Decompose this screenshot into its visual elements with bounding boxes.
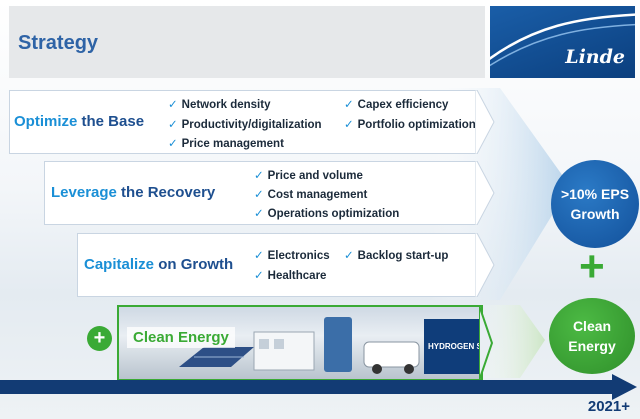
bullet-capex-efficiency: ✓Capex efficiency [344,99,449,111]
bullet-operations-optimization: ✓Operations optimization [254,208,400,220]
timeline-bar [0,380,614,394]
timeline-year: 2021+ [587,398,630,415]
bullet-cost-management: ✓Cost management [254,189,368,201]
bullet-backlog-startup: ✓Backlog start-up [344,250,449,262]
bullet-portfolio-optimization: ✓Portfolio optimization [344,119,476,131]
clean-energy-label: Clean Energy [127,327,235,348]
clean-energy-photo: HYDROGEN STATION [179,317,481,374]
eps-growth-circle: >10% EPS Growth [551,160,639,248]
pillar-leverage-heading: Leverage the Recovery [51,184,216,201]
bullet-healthcare: ✓Healthcare [254,270,327,282]
pillar-capitalize-card: Capitalize on Growth ✓Electronics ✓Healt… [77,233,477,297]
clean-energy-line1: Clean [572,318,612,334]
timeline-arrow-tip [612,374,637,400]
pillar-optimize-heading: Optimize the Base [14,113,145,130]
pillar-capitalize-heading: Capitalize on Growth [84,256,234,273]
clean-energy-line2: Energy [568,338,616,354]
eps-growth-line2: Growth [570,206,620,222]
bullet-price-volume: ✓Price and volume [254,170,363,182]
hydrogen-station-sign: HYDROGEN STATION [428,342,481,351]
bullet-electronics: ✓Electronics [254,250,330,262]
clean-energy-card: HYDROGEN STATION Clean Energy [117,305,483,381]
clean-energy-circle: Clean Energy [549,298,635,374]
pillar-capitalize-arrow-tip [475,233,495,297]
bullet-network-density: ✓Network density [168,99,271,111]
bullet-price-management: ✓Price management [168,138,284,150]
logo-swoosh-icon [490,13,635,67]
page-title: Strategy [18,32,99,54]
title-bar: Strategy [9,6,485,78]
clean-energy-arrow-tip [479,305,493,381]
pillar-leverage-card: Leverage the Recovery ✓Price and volume … [44,161,477,225]
bullet-productivity: ✓Productivity/digitalization [168,119,322,131]
logo-text: Linde [565,46,625,68]
pillar-optimize-arrow-tip [475,90,495,154]
pillar-leverage-arrow-tip [475,161,495,225]
eps-growth-line1: >10% EPS [560,186,630,202]
outcome-plus-icon: + [579,242,605,291]
linde-logo: Linde [490,6,635,78]
pillar-optimize-card: Optimize the Base ✓Network density ✓Prod… [9,90,477,154]
clean-energy-plus-icon: + [87,326,112,351]
